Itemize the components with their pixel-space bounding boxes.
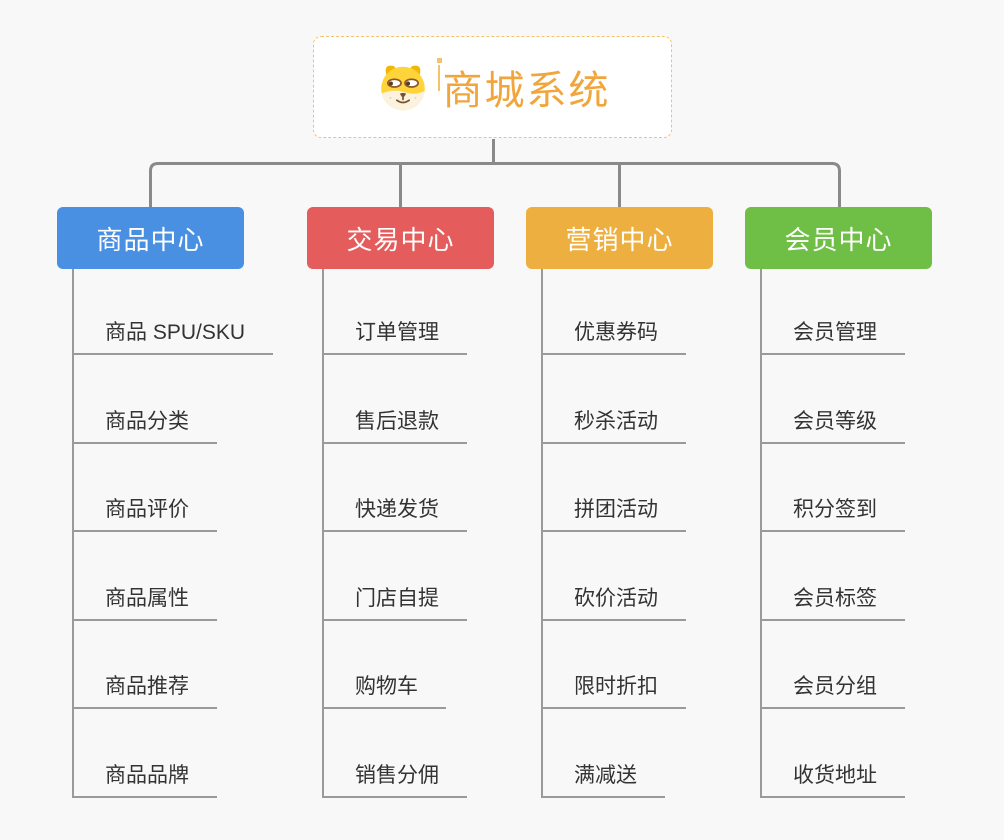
leaf-label: 商品推荐	[72, 670, 217, 709]
branch-label: 交易中心	[346, 224, 455, 255]
leaf-item-product-center-4[interactable]: 商品推荐	[72, 670, 217, 709]
leaf-column-trade-center: 订单管理售后退款快递发货门店自提购物车销售分佣	[322, 269, 467, 798]
leaf-item-product-center-5[interactable]: 商品品牌	[72, 759, 217, 798]
leaf-item-marketing-center-0[interactable]: 优惠券码	[541, 316, 686, 355]
dog-face-icon	[380, 65, 425, 111]
leaf-label: 商品 SPU/SKU	[72, 316, 274, 355]
leaf-column-marketing-center: 优惠券码秒杀活动拼团活动砍价活动限时折扣满减送	[541, 269, 686, 798]
branch-label: 商品中心	[96, 224, 205, 255]
leaf-column-member-center: 会员管理会员等级积分签到会员标签会员分组收货地址	[760, 269, 905, 798]
edit-caret	[437, 58, 442, 91]
root-title: 商城系统	[442, 69, 611, 113]
branch-node-member-center[interactable]: 会员中心	[745, 207, 932, 269]
leaf-item-member-center-3[interactable]: 会员标签	[760, 582, 905, 621]
leaf-item-trade-center-4[interactable]: 购物车	[322, 670, 446, 709]
root-node-mall-system[interactable]: 商城系统	[313, 36, 672, 138]
leaf-item-trade-center-2[interactable]: 快递发货	[322, 493, 467, 532]
leaf-item-marketing-center-2[interactable]: 拼团活动	[541, 493, 686, 532]
leaf-item-member-center-4[interactable]: 会员分组	[760, 670, 905, 709]
leaf-label: 会员等级	[760, 405, 905, 444]
branch-node-product-center[interactable]: 商品中心	[57, 207, 244, 269]
leaf-item-marketing-center-1[interactable]: 秒杀活动	[541, 405, 686, 444]
leaf-label: 售后退款	[322, 405, 467, 444]
leaf-label: 购物车	[322, 670, 446, 709]
leaf-label: 门店自提	[322, 582, 467, 621]
branch-node-marketing-center[interactable]: 营销中心	[526, 207, 713, 269]
leaf-label: 秒杀活动	[541, 405, 686, 444]
bus-line	[149, 162, 841, 207]
leaf-item-trade-center-5[interactable]: 销售分佣	[322, 759, 467, 798]
leaf-item-product-center-2[interactable]: 商品评价	[72, 493, 217, 532]
leaf-item-member-center-0[interactable]: 会员管理	[760, 316, 905, 355]
leaf-column-product-center: 商品 SPU/SKU 商品分类商品评价商品属性商品推荐商品品牌	[72, 269, 274, 798]
leaf-label: 销售分佣	[322, 759, 467, 798]
leaf-label: 优惠券码	[541, 316, 686, 355]
leaf-item-product-center-1[interactable]: 商品分类	[72, 405, 217, 444]
leaf-item-trade-center-1[interactable]: 售后退款	[322, 405, 467, 444]
leaf-label: 快递发货	[322, 493, 467, 532]
leaf-label: 商品品牌	[72, 759, 217, 798]
leaf-item-member-center-1[interactable]: 会员等级	[760, 405, 905, 444]
branch-node-trade-center[interactable]: 交易中心	[307, 207, 494, 269]
leaf-label: 拼团活动	[541, 493, 686, 532]
leaf-label: 商品评价	[72, 493, 217, 532]
branch-label: 会员中心	[784, 224, 893, 255]
leaf-item-trade-center-3[interactable]: 门店自提	[322, 582, 467, 621]
leaf-label: 商品分类	[72, 405, 217, 444]
branch-label: 营销中心	[565, 224, 674, 255]
leaf-label: 会员分组	[760, 670, 905, 709]
leaf-item-member-center-2[interactable]: 积分签到	[760, 493, 905, 532]
leaf-item-member-center-5[interactable]: 收货地址	[760, 759, 905, 798]
leaf-item-marketing-center-3[interactable]: 砍价活动	[541, 582, 686, 621]
leaf-label: 限时折扣	[541, 670, 686, 709]
leaf-item-marketing-center-4[interactable]: 限时折扣	[541, 670, 686, 709]
leaf-item-product-center-0[interactable]: 商品 SPU/SKU	[72, 316, 274, 355]
leaf-label: 商品属性	[72, 582, 217, 621]
leaf-label: 砍价活动	[541, 582, 686, 621]
leaf-label: 会员管理	[760, 316, 905, 355]
leaf-item-product-center-3[interactable]: 商品属性	[72, 582, 217, 621]
leaf-label: 收货地址	[760, 759, 905, 798]
leaf-label: 积分签到	[760, 493, 905, 532]
leaf-item-trade-center-0[interactable]: 订单管理	[322, 316, 467, 355]
leaf-label: 满减送	[541, 759, 665, 798]
leaf-label: 订单管理	[322, 316, 467, 355]
leaf-item-marketing-center-5[interactable]: 满减送	[541, 759, 665, 798]
leaf-label: 会员标签	[760, 582, 905, 621]
